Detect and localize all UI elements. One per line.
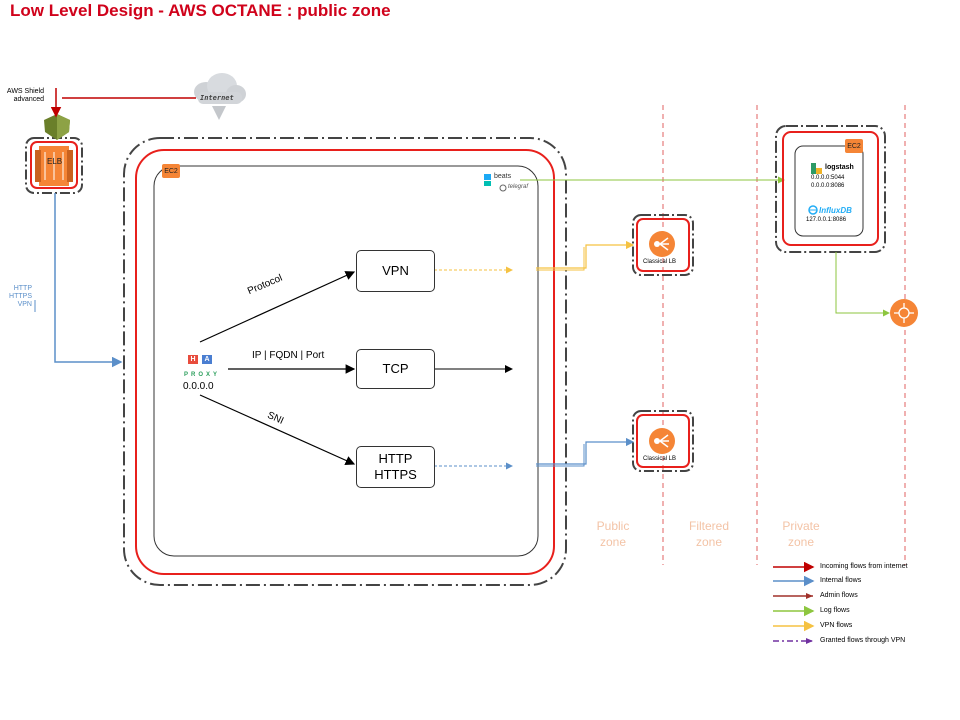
proxy-ip: 0.0.0.0: [183, 381, 214, 392]
logstash-port-1: 0.0.0.0:5044: [811, 175, 845, 181]
public-zone-outer-boundary: [123, 137, 567, 586]
elb-label: ELB: [47, 157, 63, 166]
classical-lb-2-label: Classical LB: [643, 456, 677, 462]
private-ec2-red-boundary: [782, 131, 879, 246]
aws-shield-icon: [44, 114, 70, 140]
legend-label-vpn: VPN flows: [820, 622, 853, 629]
legend-label-internal: Internal flows: [820, 577, 862, 584]
ec2-badge-public: EC2: [162, 164, 180, 178]
telegraf-label: telegraf: [508, 184, 529, 190]
zone-label-filtered: Filtered zone: [688, 519, 729, 549]
vpn-service-box: VPN: [356, 250, 435, 292]
private-ec2-outer-boundary: [775, 125, 886, 253]
legend-label-admin: Admin flows: [820, 592, 858, 599]
influxdb-icon: [808, 205, 818, 215]
proxy-to-vpn-edge: [199, 271, 356, 343]
zone-label-public: Public zone: [596, 519, 630, 549]
http-to-lb-flow: [536, 437, 635, 465]
elb-icon: [35, 146, 73, 186]
internet-cloud-icon: [194, 73, 246, 120]
classical-lb-2-red-boundary: [636, 414, 690, 468]
classical-lb-1-label: Classical LB: [643, 259, 677, 265]
logstash-icon: [811, 163, 822, 174]
legend-label-incoming: Incoming flows from internet: [820, 563, 908, 570]
proxy-word: PROXY: [183, 372, 220, 378]
ha-proxy-logo: H A PROXY: [180, 355, 224, 383]
legend-label-granted: Granted flows through VPN: [820, 637, 906, 644]
router-icon: [890, 299, 918, 327]
classical-lb-2-icon: [649, 428, 675, 454]
influxdb-label: InfluxDB: [819, 206, 852, 215]
left-flows-label: HTTP HTTPS VPN: [9, 285, 32, 308]
edge-label-ip-fqdn-port: IP | FQDN | Port: [252, 350, 325, 361]
zone-label-private: Private zone: [782, 519, 820, 549]
elb-red-boundary: [30, 141, 78, 189]
proxy-h: H: [188, 355, 198, 364]
influx-to-router-flow: [835, 252, 890, 317]
http-service-box: HTTP HTTPS: [356, 446, 435, 488]
legend-label-log: Log flows: [820, 607, 850, 614]
internet-label: Internet: [200, 94, 234, 102]
classical-lb-2-outer-boundary: [632, 410, 694, 472]
ec2-instance-container: [153, 165, 539, 557]
private-ec2-container: [794, 145, 864, 237]
tcp-service-box: TCP: [356, 349, 435, 389]
aws-shield-label: AWS Shield advanced: [6, 88, 44, 103]
classical-lb-1-outer-boundary: [632, 214, 694, 276]
classical-lb-1-icon: [649, 231, 675, 257]
beats-icon: [484, 174, 491, 186]
proxy-to-http-edge: [199, 394, 356, 465]
beats-label: beats: [494, 173, 512, 180]
page-title: Low Level Design - AWS OCTANE : public z…: [10, 1, 391, 20]
telegraf-icon: [499, 184, 507, 192]
vpn-to-lb-flow: [536, 240, 635, 269]
logstash-port-2: 0.0.0.0:8086: [811, 183, 845, 189]
influxdb-port: 127.0.0.1:8086: [806, 217, 847, 223]
public-zone-red-boundary: [135, 149, 555, 575]
ec2-badge-private: EC2: [845, 139, 863, 153]
legend-lines: [773, 561, 815, 644]
proxy-a: A: [202, 355, 212, 364]
logstash-label: logstash: [825, 164, 854, 171]
elb-to-proxy-flow: [54, 193, 123, 368]
classical-lb-1-red-boundary: [636, 218, 690, 272]
